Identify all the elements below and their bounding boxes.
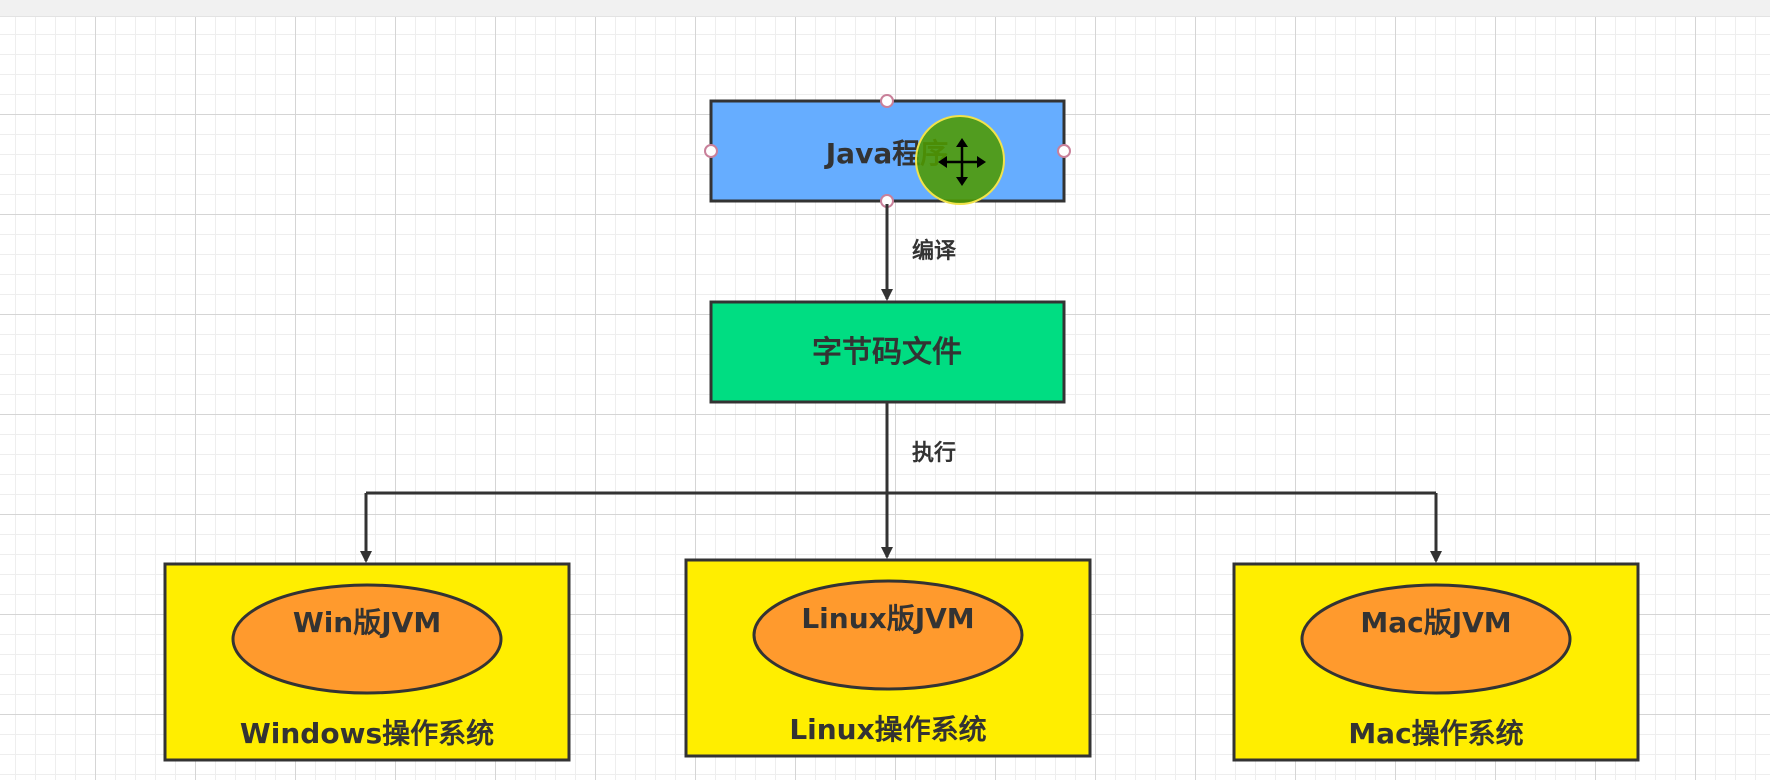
linux-jvm-label: Linux版JVM — [801, 602, 974, 635]
selection-handle-left[interactable] — [704, 144, 718, 158]
mac-jvm-label: Mac版JVM — [1360, 606, 1511, 639]
execute-edges[interactable]: 执行 — [360, 402, 1442, 563]
bytecode-node[interactable]: 字节码文件 — [709, 300, 1066, 404]
editor-top-bar — [0, 0, 1770, 17]
execute-edge-label: 执行 — [912, 440, 956, 466]
java-program-node[interactable]: Java程序 — [704, 94, 1071, 208]
mac-os-label: Mac操作系统 — [1348, 717, 1523, 750]
compile-edge-label: 编译 — [912, 238, 957, 264]
linux-os-node[interactable]: Linux版JVM Linux操作系统 — [684, 558, 1092, 758]
selection-handle-top[interactable] — [880, 94, 894, 108]
linux-os-label: Linux操作系统 — [789, 713, 986, 746]
linux-jvm-ellipse[interactable] — [752, 579, 1024, 691]
windows-os-label: Windows操作系统 — [240, 717, 494, 750]
windows-os-node[interactable]: Win版JVM Windows操作系统 — [163, 562, 571, 762]
bytecode-box[interactable] — [709, 300, 1066, 404]
cursor-highlight — [915, 115, 1005, 205]
win-jvm-label: Win版JVM — [293, 606, 441, 639]
win-jvm-ellipse[interactable] — [231, 583, 503, 695]
mac-jvm-ellipse[interactable] — [1300, 583, 1572, 695]
move-cursor-icon — [938, 138, 986, 186]
mac-os-node[interactable]: Mac版JVM Mac操作系统 — [1232, 562, 1640, 762]
compile-edge[interactable]: 编译 — [881, 204, 957, 301]
selection-handle-right[interactable] — [1057, 144, 1071, 158]
bytecode-label: 字节码文件 — [812, 335, 962, 370]
